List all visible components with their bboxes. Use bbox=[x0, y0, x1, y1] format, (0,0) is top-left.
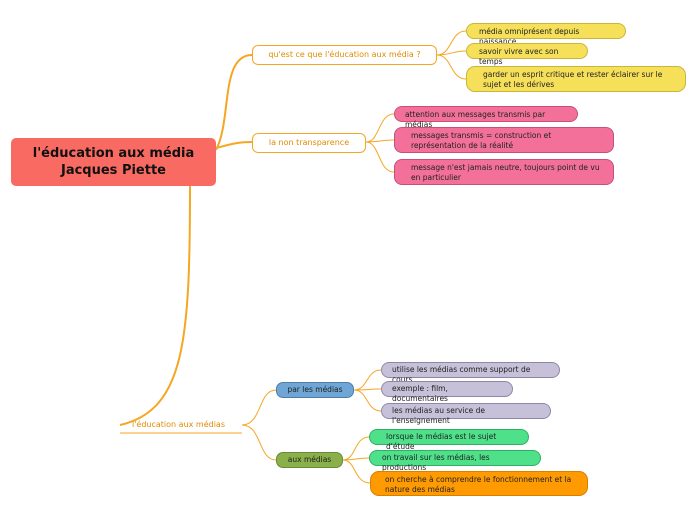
topic-service-enseignement[interactable]: les médias au service de l'enseignement bbox=[381, 403, 551, 425]
branch-education-aux-medias[interactable]: l'éducation aux médias bbox=[132, 419, 247, 431]
branch-non-transparency[interactable]: la non transparence bbox=[252, 133, 366, 153]
connector-transparency-child1 bbox=[365, 113, 395, 143]
topic-label: garder un esprit critique et rester écla… bbox=[483, 70, 663, 89]
topic-exemple-film[interactable]: exemple : film, documentaires bbox=[381, 381, 513, 403]
subbranch-aux-medias[interactable]: aux médias bbox=[276, 452, 343, 468]
branch-label: la non transparence bbox=[268, 138, 350, 147]
root-title-line2: Jacques Piette bbox=[60, 163, 166, 178]
connector-what-child2 bbox=[436, 50, 467, 56]
subbranch-label: par les médias bbox=[287, 385, 343, 394]
topic-label: messages transmis = construction et repr… bbox=[411, 131, 552, 150]
topic-label: message n'est jamais neutre, toujours po… bbox=[411, 163, 600, 182]
topic-label: on travail sur les médias, les productio… bbox=[382, 453, 490, 472]
connector-bymedia-child1 bbox=[353, 369, 382, 391]
topic-fonctionnement-nature[interactable]: on cherche à comprendre le fonctionnemen… bbox=[370, 471, 588, 496]
topic-label: média omniprésent depuis naissance bbox=[479, 27, 580, 46]
topic-sujet-etude[interactable]: lorsque le médias est le sujet d'étude bbox=[369, 429, 529, 451]
topic-label: exemple : film, documentaires bbox=[392, 384, 448, 403]
topic-savoir-vivre[interactable]: savoir vivre avec son temps bbox=[466, 43, 588, 66]
topic-message-not-neutral[interactable]: message n'est jamais neutre, toujours po… bbox=[394, 159, 614, 185]
topic-productions[interactable]: on travail sur les médias, les productio… bbox=[369, 450, 541, 472]
topic-label: attention aux messages transmis par médi… bbox=[405, 110, 546, 129]
connector-root-education bbox=[119, 185, 191, 426]
topic-esprit-critique[interactable]: garder un esprit critique et rester écla… bbox=[466, 66, 686, 92]
connector-what-child3 bbox=[436, 54, 467, 80]
connector-tomedia-child3 bbox=[342, 459, 371, 484]
connector-root-what bbox=[215, 54, 253, 151]
topic-label: lorsque le médias est le sujet d'étude bbox=[386, 432, 497, 451]
topic-label: savoir vivre avec son temps bbox=[479, 47, 559, 66]
connector-tomedia-child1 bbox=[342, 436, 370, 461]
connector-bymedia-child3 bbox=[353, 389, 382, 412]
branch-what-is-media-education[interactable]: qu'est ce que l'éducation aux média ? bbox=[252, 45, 437, 65]
subbranch-label: aux médias bbox=[287, 455, 332, 464]
subbranch-par-les-medias[interactable]: par les médias bbox=[276, 382, 354, 398]
branch-label: qu'est ce que l'éducation aux média ? bbox=[268, 50, 421, 59]
topic-label: les médias au service de l'enseignement bbox=[392, 406, 485, 425]
connector-transparency-child2 bbox=[365, 139, 395, 143]
topic-messages-construction[interactable]: messages transmis = construction et repr… bbox=[394, 127, 614, 153]
connector-education-bymedia bbox=[241, 389, 277, 426]
root-title-line1: l'éducation aux média bbox=[32, 146, 195, 161]
root-topic[interactable]: l'éducation aux média Jacques Piette bbox=[11, 138, 216, 186]
topic-media-omnipresent[interactable]: média omniprésent depuis naissance bbox=[466, 23, 626, 46]
topic-label: utilise les médias comme support de cour… bbox=[392, 365, 531, 384]
branch-label: l'éducation aux médias bbox=[132, 420, 225, 429]
topic-label: on cherche à comprendre le fonctionnemen… bbox=[385, 475, 572, 494]
connector-what-child1 bbox=[436, 30, 467, 56]
connector-root-transparency bbox=[215, 141, 253, 149]
topic-attention-messages[interactable]: attention aux messages transmis par médi… bbox=[394, 106, 578, 129]
topic-support-de-cours[interactable]: utilise les médias comme support de cour… bbox=[381, 362, 560, 384]
connector-education-tomedia bbox=[241, 424, 277, 461]
connector-transparency-child3 bbox=[365, 141, 395, 173]
